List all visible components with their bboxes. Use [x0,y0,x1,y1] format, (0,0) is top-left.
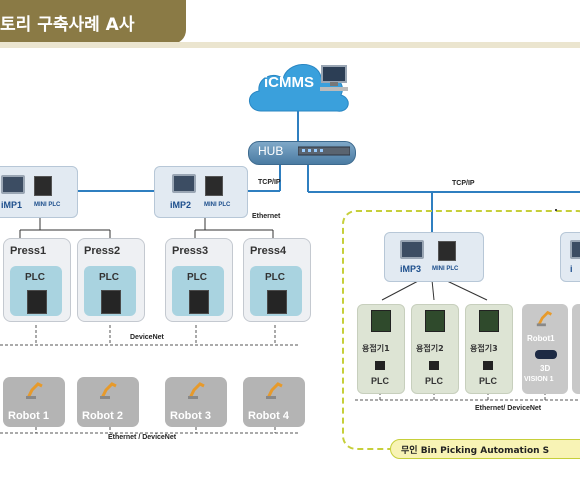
welder2-name: 용접기2 [416,344,444,353]
robot4-card [243,377,305,427]
imp2-box [154,166,248,218]
robot-arm-icon [266,382,283,399]
welder-device-icon [371,310,391,332]
plc-small-icon [429,361,439,370]
imp3-name: iMP3 [400,264,422,274]
mini-plc-icon [438,241,456,261]
imp2-name: iMP2 [170,200,192,210]
welder-device-icon [479,310,499,332]
welder2-plc: PLC [425,376,443,386]
dot-marker [555,209,557,211]
imp4-name: i [570,264,573,274]
press4-plc-label: PLC [265,272,285,283]
welder1-card [357,304,405,394]
robot4-name: Robot 4 [248,410,289,422]
bin-robot-name: Robot1 [527,334,555,343]
mini-plc-icon [205,176,223,196]
title-band [0,42,580,48]
press1-name: Press1 [10,245,47,257]
plc-device-icon [101,290,121,314]
plc-small-icon [375,361,385,370]
plc-device-icon [267,290,287,314]
press2-name: Press2 [84,245,121,257]
robot-arm-icon [536,310,552,327]
press1-plc-label: PLC [25,272,45,283]
welder3-plc: PLC [479,376,497,386]
tcpip-right-label: TCP/IP [452,180,475,187]
icmms-label: iCMMS [264,74,314,91]
imp1-sub: MINI PLC [34,202,61,208]
hub-label: HUB [258,144,284,158]
plc-device-icon [27,290,47,314]
imp1-name: iMP1 [1,200,23,210]
devicenet-label: DeviceNet [130,334,164,341]
bin-picking-label: 무인 Bin Picking Automation S [390,439,580,459]
bin-robot-3d: 3D [540,364,551,373]
hub-box [248,141,356,165]
welder3-name: 용접기3 [470,344,498,353]
robot3-card [165,377,227,427]
press4-name: Press4 [250,245,287,257]
robot1-card [3,377,65,427]
imp3-box [384,232,484,282]
welder1-name: 용접기1 [362,344,390,353]
monitor-icon [570,240,580,259]
page-title: 토리 구축사례 A사 [0,14,135,35]
plc-device-icon [189,290,209,314]
welder1-plc: PLC [371,376,389,386]
robot2-card [77,377,139,427]
robot3-name: Robot 3 [170,410,211,422]
bin-robot-card [522,304,568,394]
robot-arm-icon [188,382,205,399]
monitor-icon [400,240,424,259]
title-tab: 토리 구축사례 A사 [0,0,186,44]
robot2-name: Robot 2 [82,410,123,422]
monitor-icon [1,175,25,194]
tcpip-left-label: TCP/IP [258,179,281,186]
imp3-sub: MINI PLC [432,266,459,272]
press3-plc-label: PLC [187,272,207,283]
robot-arm-icon [100,382,117,399]
ethernet-label: Ethernet [252,213,281,220]
imp2-sub: MINI PLC [204,202,231,208]
mini-plc-icon [34,176,52,196]
welder-device-icon [425,310,445,332]
monitor-icon [172,174,196,193]
vision-camera-icon [535,350,557,359]
press2-plc-label: PLC [99,272,119,283]
computer-icon [320,65,348,91]
second-vision-card [572,304,580,394]
switch-icon [298,146,350,156]
plc-small-icon [483,361,493,370]
press3-name: Press3 [172,245,209,257]
robot1-name: Robot 1 [8,410,49,422]
ethernet-devicenet-right-label: Ethernet/ DeviceNet [475,405,542,412]
robot-arm-icon [26,382,43,399]
bin-robot-vision: VISION 1 [524,376,554,383]
ethernet-devicenet-left-label: Ethernet / DeviceNet [108,434,177,441]
